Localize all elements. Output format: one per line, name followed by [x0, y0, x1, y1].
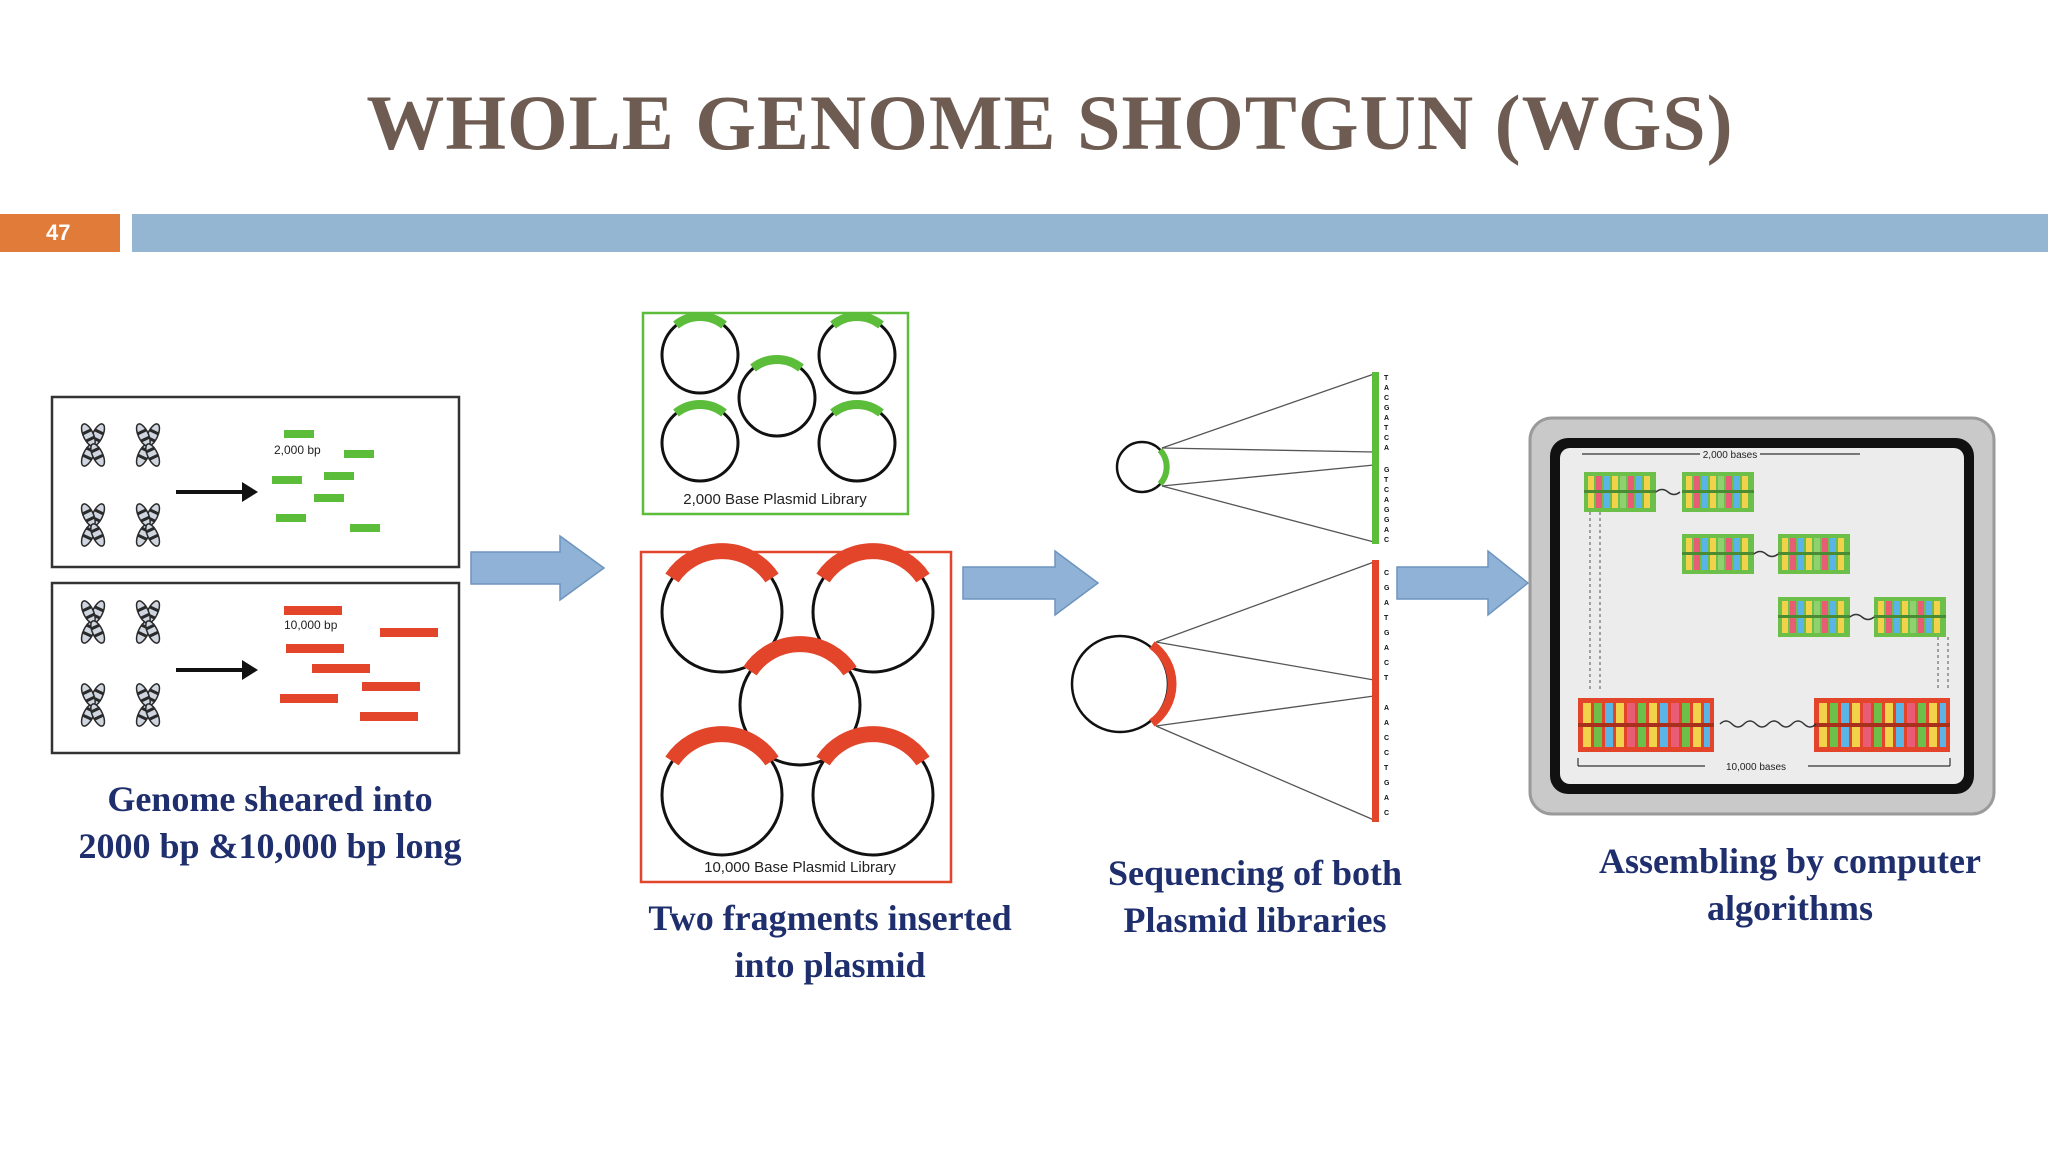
- arrow-right-icon: [176, 660, 258, 680]
- assembly-monitor: 2,000 bases 10,000 bases: [1528, 416, 1996, 816]
- svg-text:A: A: [1384, 795, 1389, 802]
- libraries-caption: Two fragments inserted into plasmid: [585, 895, 1075, 989]
- svg-text:A: A: [1384, 720, 1389, 727]
- arrow-right-icon: [176, 482, 258, 502]
- large-library-label: 10,000 Base Plasmid Library: [704, 859, 896, 876]
- large-plasmid-library: 10,000 Base Plasmid Library: [639, 543, 953, 884]
- svg-text:C: C: [1384, 395, 1389, 402]
- svg-text:A: A: [1384, 600, 1389, 607]
- svg-text:G: G: [1384, 517, 1390, 524]
- svg-text:A: A: [1384, 445, 1389, 452]
- svg-text:C: C: [1384, 810, 1389, 817]
- svg-text:T: T: [1384, 375, 1389, 382]
- header-band: [132, 214, 2048, 252]
- flow-arrow-icon: [470, 534, 606, 602]
- svg-text:G: G: [1384, 585, 1390, 592]
- svg-text:C: C: [1384, 537, 1389, 544]
- libraries-caption-line2: into plasmid: [734, 945, 926, 985]
- svg-text:A: A: [1384, 497, 1389, 504]
- slide-number: 47: [0, 214, 120, 252]
- small-library-label: 2,000 Base Plasmid Library: [683, 491, 867, 508]
- sequencing-small: TA CG AT CA GT CA GG AC: [1115, 372, 1390, 544]
- libraries-caption-line1: Two fragments inserted: [648, 898, 1012, 938]
- shearing-caption: Genome sheared into 2000 bp &10,000 bp l…: [40, 776, 500, 870]
- sequencing-caption-line1: Sequencing of both: [1107, 853, 1403, 893]
- svg-text:C: C: [1384, 750, 1389, 757]
- bottom-span-label: 10,000 bases: [1726, 762, 1786, 773]
- shearing-panel-large: 10,000 bp: [50, 581, 461, 755]
- svg-text:A: A: [1384, 527, 1389, 534]
- sequencing-caption: Sequencing of both Plasmid libraries: [1075, 850, 1435, 944]
- svg-text:G: G: [1384, 405, 1390, 412]
- flow-arrow-icon: [962, 549, 1100, 617]
- top-span-label: 2,000 bases: [1703, 450, 1758, 461]
- shearing-caption-line2: 2000 bp &10,000 bp long: [78, 826, 462, 866]
- small-plasmid-library: 2,000 Base Plasmid Library: [641, 311, 910, 516]
- svg-text:T: T: [1384, 675, 1389, 682]
- assembled-contigs: 2,000 bases 10,000 bases: [1577, 450, 1951, 773]
- assembly-caption-line1: Assembling by computer: [1598, 841, 1981, 881]
- svg-text:G: G: [1384, 630, 1390, 637]
- svg-text:A: A: [1384, 385, 1389, 392]
- svg-text:A: A: [1384, 645, 1389, 652]
- svg-text:A: A: [1384, 705, 1389, 712]
- large-fragment-label: 10,000 bp: [284, 618, 338, 632]
- svg-text:G: G: [1384, 780, 1390, 787]
- shearing-panel-small: 2,000 bp: [50, 395, 461, 569]
- svg-text:C: C: [1384, 735, 1389, 742]
- svg-text:T: T: [1384, 615, 1389, 622]
- shearing-caption-line1: Genome sheared into: [107, 779, 433, 819]
- small-fragments: [272, 430, 380, 532]
- small-fragment-label: 2,000 bp: [274, 443, 321, 457]
- svg-text:A: A: [1384, 415, 1389, 422]
- svg-text:G: G: [1384, 467, 1390, 474]
- assembly-caption-line2: algorithms: [1707, 888, 1873, 928]
- sequencing-large: C G A T G A C T A A C C T G A C: [1070, 560, 1390, 822]
- svg-text:T: T: [1384, 425, 1389, 432]
- svg-text:T: T: [1384, 477, 1389, 484]
- svg-text:C: C: [1384, 660, 1389, 667]
- sequence-read-letters: TA CG AT CA GT CA GG AC: [1384, 375, 1390, 544]
- large-fragments: [280, 606, 438, 721]
- slide-title: WHOLE GENOME SHOTGUN (WGS): [366, 79, 1734, 166]
- svg-text:G: G: [1384, 507, 1390, 514]
- sequence-read-letters: C G A T G A C T A A C C T G A C: [1384, 570, 1390, 817]
- assembly-caption: Assembling by computer algorithms: [1540, 838, 2040, 932]
- svg-text:C: C: [1384, 435, 1389, 442]
- svg-text:C: C: [1384, 570, 1389, 577]
- flow-arrow-icon: [1396, 549, 1530, 617]
- svg-text:T: T: [1384, 765, 1389, 772]
- svg-text:C: C: [1384, 487, 1389, 494]
- sequencing-caption-line2: Plasmid libraries: [1123, 900, 1387, 940]
